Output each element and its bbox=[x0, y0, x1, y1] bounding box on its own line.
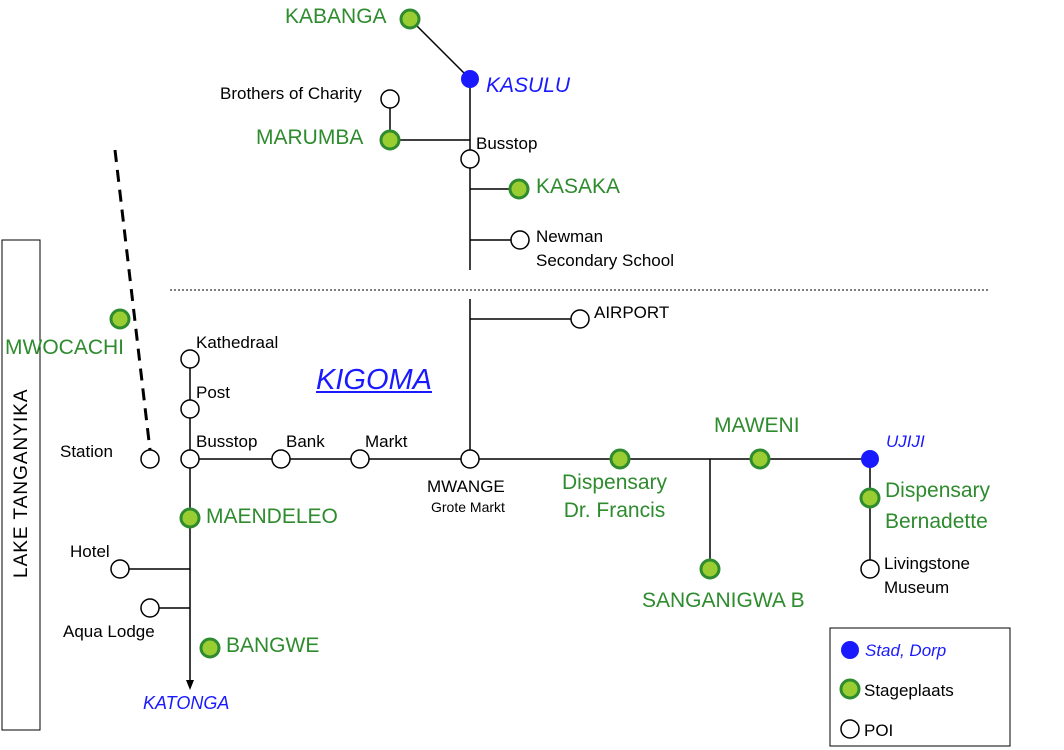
livingstone-line2: Museum bbox=[884, 578, 950, 597]
bangwe-marker[interactable] bbox=[199, 637, 221, 659]
brothers-marker[interactable] bbox=[380, 89, 400, 109]
post-marker[interactable] bbox=[180, 399, 200, 419]
bank-marker[interactable] bbox=[271, 449, 291, 469]
ujiji-marker[interactable] bbox=[861, 450, 879, 468]
legend-city-label: Stad, Dorp bbox=[865, 641, 947, 660]
dispensary-francis-line2: Dr. Francis bbox=[563, 499, 666, 522]
markt-marker[interactable] bbox=[350, 449, 370, 469]
bank-label[interactable]: Bank bbox=[286, 432, 325, 451]
kathedraal-label[interactable]: Kathedraal bbox=[196, 333, 279, 352]
newman-label[interactable]: Newman Secondary School bbox=[536, 225, 674, 273]
aqua-lodge-label[interactable]: Aqua Lodge bbox=[63, 622, 155, 641]
legend-poi-swatch bbox=[840, 719, 860, 739]
dispensary-francis-marker[interactable] bbox=[609, 448, 631, 470]
marumba-marker[interactable] bbox=[379, 129, 401, 151]
region-title[interactable]: KIGOMA bbox=[316, 364, 433, 396]
markt-label[interactable]: Markt bbox=[365, 432, 408, 451]
livingstone-label[interactable]: Livingstone Museum bbox=[884, 552, 970, 600]
airport-label[interactable]: AIRPORT bbox=[594, 303, 670, 322]
station-marker[interactable] bbox=[140, 449, 160, 469]
post-label[interactable]: Post bbox=[196, 383, 231, 402]
legend-stage-swatch bbox=[839, 678, 861, 700]
mwocachi-marker[interactable] bbox=[109, 308, 131, 330]
kabanga-label[interactable]: KABANGA bbox=[285, 5, 387, 28]
maendeleo-marker[interactable] bbox=[179, 507, 201, 529]
kasaka-label[interactable]: KASAKA bbox=[536, 175, 621, 198]
newman-line2: Secondary School bbox=[536, 251, 674, 270]
dispensary-bernadette-label[interactable]: Dispensary Bernadette bbox=[885, 475, 990, 537]
lake-box bbox=[1, 239, 41, 731]
katonga-label[interactable]: KATONGA bbox=[143, 693, 230, 713]
kathedraal-marker[interactable] bbox=[180, 349, 200, 369]
katonga-arrow bbox=[186, 680, 194, 690]
aqua-lodge-marker[interactable] bbox=[140, 598, 160, 618]
poi-markers bbox=[110, 89, 880, 618]
kabanga-marker[interactable] bbox=[399, 8, 421, 30]
legend-city-swatch bbox=[841, 641, 859, 659]
kasulu-label[interactable]: KASULU bbox=[486, 74, 571, 97]
kasaka-marker[interactable] bbox=[508, 178, 530, 200]
dispensary-bernadette-line2: Bernadette bbox=[885, 510, 988, 533]
dispensary-bernadette-marker[interactable] bbox=[859, 487, 881, 509]
sanganigwa-label[interactable]: SANGANIGWA B bbox=[642, 589, 805, 612]
ujiji-label[interactable]: UJIJI bbox=[886, 432, 925, 451]
dispensary-bernadette-line1: Dispensary bbox=[885, 479, 991, 502]
maendeleo-label[interactable]: MAENDELEO bbox=[206, 505, 338, 528]
livingstone-marker[interactable] bbox=[860, 559, 880, 579]
legend-poi-label: POI bbox=[864, 721, 894, 740]
livingstone-line1: Livingstone bbox=[884, 554, 971, 573]
mwange-label[interactable]: MWANGE bbox=[427, 477, 505, 496]
railway-line bbox=[113, 149, 152, 451]
newman-marker[interactable] bbox=[510, 230, 530, 250]
mwange-sublabel: Grote Markt bbox=[431, 499, 505, 515]
legend-stage-label: Stageplaats bbox=[864, 681, 954, 700]
busstop-kigoma-label[interactable]: Busstop bbox=[196, 432, 258, 451]
busstop-north-label[interactable]: Busstop bbox=[476, 134, 538, 153]
maweni-marker[interactable] bbox=[749, 448, 771, 470]
marumba-label[interactable]: MARUMBA bbox=[256, 126, 364, 149]
stage-markers bbox=[109, 8, 881, 659]
bangwe-label[interactable]: BANGWE bbox=[226, 634, 320, 657]
dispensary-francis-label[interactable]: Dispensary Dr. Francis bbox=[562, 469, 667, 525]
mwange-marker[interactable] bbox=[460, 449, 480, 469]
busstop-kigoma-marker[interactable] bbox=[180, 449, 200, 469]
busstop-north-marker[interactable] bbox=[460, 149, 480, 169]
station-label[interactable]: Station bbox=[60, 442, 113, 461]
mwocachi-label[interactable]: MWOCACHI bbox=[5, 336, 124, 359]
sanganigwa-marker[interactable] bbox=[699, 558, 721, 580]
dispensary-francis-line1: Dispensary bbox=[562, 471, 668, 494]
airport-marker[interactable] bbox=[570, 309, 590, 329]
hotel-label[interactable]: Hotel bbox=[70, 542, 110, 561]
maweni-label[interactable]: MAWENI bbox=[714, 414, 800, 437]
kasulu-marker[interactable] bbox=[461, 70, 479, 88]
newman-line1: Newman bbox=[536, 227, 604, 246]
brothers-label[interactable]: Brothers of Charity bbox=[220, 84, 362, 103]
hotel-marker[interactable] bbox=[110, 559, 130, 579]
lake-label: LAKE TANGANYIKA bbox=[11, 388, 32, 578]
